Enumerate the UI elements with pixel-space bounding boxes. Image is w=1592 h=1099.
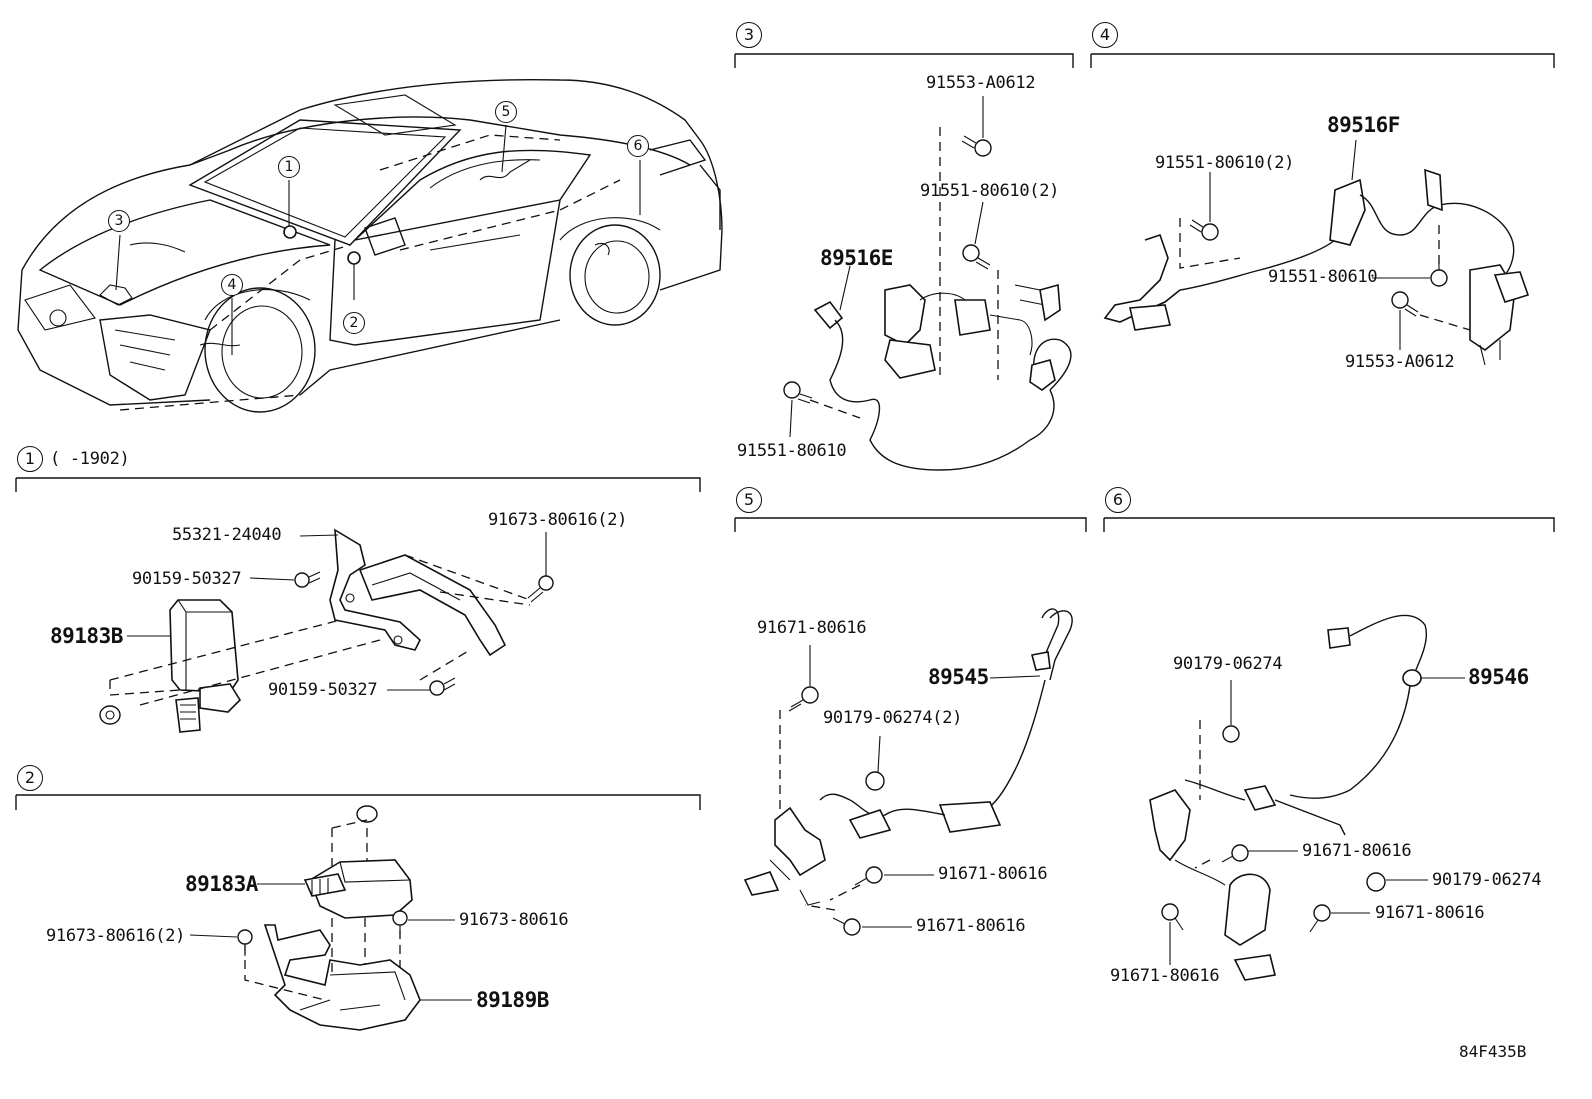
section3-drawing bbox=[783, 96, 1072, 471]
part-label-91551-80610-s3-mid: 91551-80610(2) bbox=[920, 181, 1060, 201]
section-number-4: 4 bbox=[1092, 22, 1118, 48]
part-label-89516F: 89516F bbox=[1327, 113, 1400, 137]
section-number-1: 1 bbox=[17, 446, 43, 472]
car-callout-1: 1 bbox=[278, 156, 300, 178]
section2-drawing bbox=[189, 805, 472, 1031]
part-label-91551-80610-s4-right: 91551-80610 bbox=[1268, 267, 1378, 287]
section5-drawing bbox=[743, 608, 1073, 936]
section1-drawing bbox=[99, 528, 554, 733]
section-1-range: ( -1902) bbox=[50, 449, 130, 469]
part-label-89546: 89546 bbox=[1468, 665, 1529, 689]
part-label-89189B: 89189B bbox=[476, 988, 549, 1012]
car-illustration bbox=[17, 78, 723, 413]
part-label-55321-24040: 55321-24040 bbox=[172, 525, 282, 545]
part-label-91671-80616-s5-low: 91671-80616 bbox=[916, 916, 1026, 936]
part-label-91671-80616-s6-low: 91671-80616 bbox=[1110, 966, 1220, 986]
section-number-2: 2 bbox=[17, 765, 43, 791]
part-label-91671-80616-s5-top: 91671-80616 bbox=[757, 618, 867, 638]
part-label-91553-A0612-s3: 91553-A0612 bbox=[926, 73, 1036, 93]
car-callout-3: 3 bbox=[108, 210, 130, 232]
section-number-3: 3 bbox=[736, 22, 762, 48]
figure-id: 84F435B bbox=[1459, 1042, 1527, 1061]
section-number-6: 6 bbox=[1105, 487, 1131, 513]
part-label-90179-06274-s6-top: 90179-06274 bbox=[1173, 654, 1283, 674]
car-callout-4: 4 bbox=[221, 274, 243, 296]
section4-drawing bbox=[1103, 139, 1530, 366]
part-label-89183B: 89183B bbox=[50, 624, 123, 648]
part-label-90159-50327-upper: 90159-50327 bbox=[132, 569, 242, 589]
car-callout-5: 5 bbox=[495, 101, 517, 123]
part-label-91553-A0612-s4: 91553-A0612 bbox=[1345, 352, 1455, 372]
part-label-91671-80616-s6-right: 91671-80616 bbox=[1375, 903, 1485, 923]
part-label-90179-06274-s5: 90179-06274(2) bbox=[823, 708, 963, 728]
car-callout-2: 2 bbox=[343, 312, 365, 334]
section-number-5: 5 bbox=[736, 487, 762, 513]
part-label-90179-06274-s6-right: 90179-06274 bbox=[1432, 870, 1542, 890]
part-label-91551-80610-s4-left: 91551-80610(2) bbox=[1155, 153, 1295, 173]
part-label-91673-80616-s1: 91673-80616(2) bbox=[488, 510, 628, 530]
part-label-91673-80616-s2-left: 91673-80616(2) bbox=[46, 926, 186, 946]
part-label-89183A: 89183A bbox=[185, 872, 258, 896]
part-label-89516E: 89516E bbox=[820, 246, 893, 270]
part-label-90159-50327-lower: 90159-50327 bbox=[268, 680, 378, 700]
part-label-91551-80610-s3-low: 91551-80610 bbox=[737, 441, 847, 461]
part-label-91671-80616-s6-mid: 91671-80616 bbox=[1302, 841, 1412, 861]
part-label-89545: 89545 bbox=[928, 665, 989, 689]
section6-drawing bbox=[1149, 614, 1465, 981]
part-label-91673-80616-s2-right: 91673-80616 bbox=[459, 910, 569, 930]
car-callout-6: 6 bbox=[627, 135, 649, 157]
section-frames bbox=[15, 53, 1555, 810]
part-label-91671-80616-s5-mid: 91671-80616 bbox=[938, 864, 1048, 884]
